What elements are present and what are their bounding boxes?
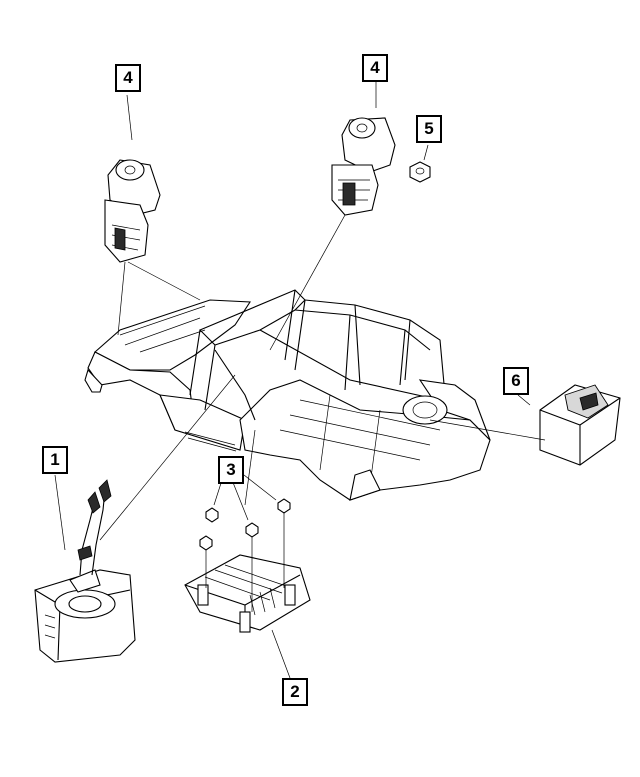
callout-6: 6 [503, 367, 529, 395]
callout-4-right: 4 [362, 54, 388, 82]
side-impact-sensor-right [331, 117, 396, 216]
clockspring [34, 479, 136, 663]
callout-4-left: 4 [115, 64, 141, 92]
hex-nut [409, 161, 431, 183]
leader-lines [54, 82, 546, 679]
mounting-nuts [199, 498, 291, 612]
callout-1: 1 [42, 446, 68, 474]
callout-5: 5 [416, 115, 442, 143]
side-impact-sensor-left [104, 159, 161, 263]
callout-2: 2 [282, 678, 308, 706]
occupant-restraint-controller [184, 554, 311, 633]
vehicle-body [84, 289, 491, 501]
sensor-module [539, 384, 621, 466]
callout-3: 3 [218, 456, 244, 484]
